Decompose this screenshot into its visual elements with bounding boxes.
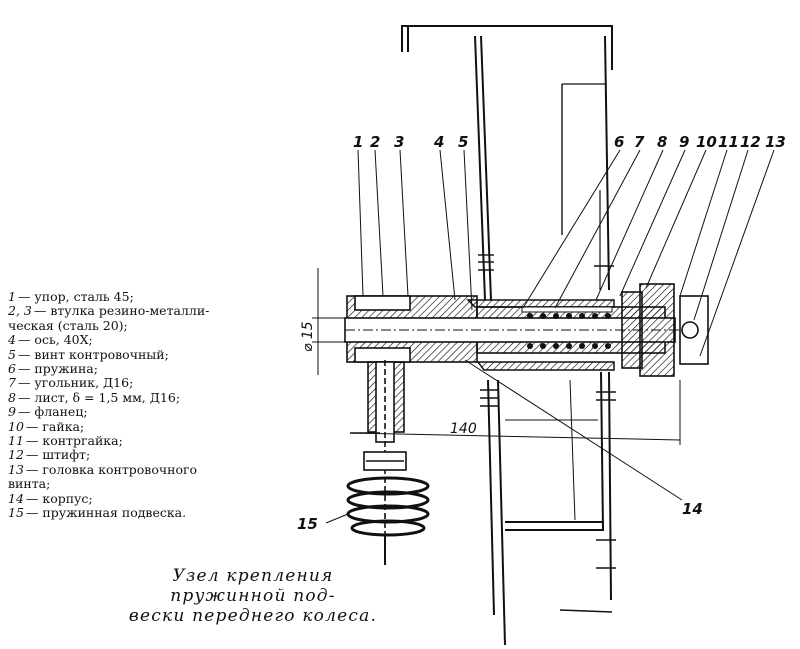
callout-5: 5 — [458, 133, 468, 151]
callout-1: 1 — [353, 133, 363, 151]
legend-item: 5— винт контровочный; — [8, 346, 169, 362]
legend-item: 2, 3— втулка резино-металли- — [8, 303, 210, 319]
callout-12: 12 — [740, 133, 761, 151]
caption-line-2: вески переднего колеса. — [128, 606, 378, 626]
legend-item-continuation: ческая (сталь 20); — [8, 317, 128, 333]
legend-item: 4— ось, 40Х; — [8, 332, 93, 348]
legend-item: 12— штифт; — [8, 447, 91, 463]
length-dimension: 140 — [450, 421, 477, 437]
legend-item: 8— лист, δ = 1,5 мм, Д16; — [8, 389, 181, 405]
legend-item: 15— пружинная подвеска. — [8, 505, 187, 521]
legend-item: 13— головка контровочного — [8, 461, 198, 477]
legend-item-continuation: винта; — [8, 476, 51, 492]
legend-item: 9— фланец; — [8, 404, 88, 420]
legend-item: 7— угольник, Д16; — [8, 375, 134, 391]
leader-lines — [325, 149, 775, 524]
callout-14: 14 — [682, 500, 703, 518]
diameter-dimension: ⌀ 15 — [300, 321, 316, 352]
caption-line-1: Узел крепления пружинной под- — [170, 566, 336, 606]
callout-13: 13 — [765, 133, 786, 151]
parts-legend: 1— упор, сталь 45; 2, 3— втулка резино-м… — [8, 289, 270, 521]
legend-item: 1— упор, сталь 45; — [8, 289, 134, 304]
spring-suspension — [346, 476, 430, 565]
dimension-lines — [312, 268, 681, 445]
legend-item: 14— корпус; — [8, 490, 93, 506]
legend-item: 11— контргайка; — [8, 433, 123, 449]
callout-15: 15 — [297, 515, 318, 533]
body-panel — [401, 25, 613, 646]
callout-4: 4 — [433, 133, 444, 151]
callout-3: 3 — [394, 133, 404, 151]
callout-10: 10 — [696, 133, 717, 151]
callout-2: 2 — [370, 133, 380, 151]
figure-caption: Узел крепления пружинной под- вески пере… — [118, 566, 388, 626]
spring — [521, 306, 613, 349]
suspension-bolt — [350, 360, 407, 560]
legend-item: 10— гайка; — [8, 418, 85, 434]
callout-8: 8 — [657, 133, 667, 151]
legend-item: 6— пружина; — [8, 361, 98, 377]
callout-6: 6 — [614, 133, 624, 151]
callout-9: 9 — [679, 133, 689, 151]
callout-11: 11 — [718, 133, 739, 151]
callout-7: 7 — [634, 133, 645, 151]
